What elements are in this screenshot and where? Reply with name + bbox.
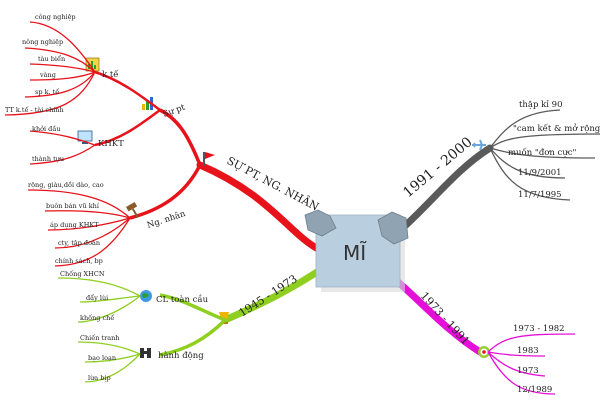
kte-item-4: sp k. tế <box>35 87 60 96</box>
cl-leaves <box>57 277 141 323</box>
khkt-item-0: khởi đầu <box>32 124 61 133</box>
ng-nhan-item-3: cty, tập đoàn <box>58 238 100 247</box>
binoculars-icon <box>140 348 151 358</box>
kte-item-5: TT k.tế - tài chính <box>5 105 64 114</box>
gray-item-3: 11/9/2001 <box>518 168 562 178</box>
khkt-leaves <box>29 130 96 165</box>
kte-item-1: nông nghiệp <box>22 38 63 46</box>
gavel-icon <box>125 202 139 218</box>
magenta-item-0: 1973 - 1982 <box>513 324 565 334</box>
flag-icon <box>203 152 215 166</box>
khkt-item-1: thành tựu <box>32 154 64 163</box>
branch-gray: 1991 - 2000 thập kỉ 90 "cam kết & mở rộn… <box>391 99 600 239</box>
target-icon <box>478 346 490 358</box>
ng-nhan-leaves <box>27 189 131 267</box>
ng-nhan-item-1: buôn bán vũ khí <box>46 202 100 210</box>
cl-item-2: khống chế <box>80 313 115 322</box>
gray-leaves <box>489 109 600 201</box>
node-kte: k tế <box>102 69 119 80</box>
magenta-item-3: 12/1989 <box>517 385 552 395</box>
branch-green-main <box>221 266 324 324</box>
magenta-item-2: 1973 <box>517 366 539 376</box>
kte-item-0: công nghiệp <box>35 13 76 21</box>
node-cl-toan-cau: CL toàn cầu <box>156 294 209 305</box>
kte-item-2: tàu biển <box>38 54 65 63</box>
airplane-icon <box>472 139 486 151</box>
branch-red: SỰ PT, NG. NHÂN Sự pt k tế <box>4 13 324 267</box>
ng-nhan-item-2: áp dụng KHKT <box>50 221 99 229</box>
magenta-item-1: 1983 <box>517 346 539 356</box>
gray-item-4: 11/7/1995 <box>518 190 562 200</box>
magenta-leaves <box>487 333 576 395</box>
sub-label-su-pt: Sự pt <box>162 102 187 119</box>
kte-leaves <box>4 21 96 116</box>
ng-nhan-item-4: chính sách, bp <box>55 257 103 265</box>
globe-icon <box>140 290 152 302</box>
cl-item-0: Chống XHCN <box>60 269 105 278</box>
branch-red-main <box>196 161 324 254</box>
branch-magenta: 1973 - 1991 1973 - 1982 1983 1973 12/198… <box>386 271 576 395</box>
ng-nhan-item-0: rộng, giàu,dồi dào, cao <box>28 180 104 189</box>
gray-item-1: "cam kết & mở rộng" <box>513 123 600 134</box>
cl-item-1: đẩy lùi <box>86 293 108 302</box>
hanh-dong-leaves <box>77 341 141 383</box>
branch-green-label: 1945 - 1973 <box>237 272 300 319</box>
center-node: MĨ <box>304 209 409 292</box>
hanh-dong-item-0: Chiến tranh <box>80 333 119 342</box>
kte-item-3: vàng <box>39 70 56 79</box>
gray-item-0: thập kỉ 90 <box>519 99 563 110</box>
node-hanh-dong: hành động <box>158 350 204 361</box>
gray-item-2: muốn "đơn cực" <box>508 147 577 158</box>
hand-right-icon <box>377 211 409 245</box>
branch-magenta-label: 1973 - 1991 <box>418 289 472 347</box>
hanh-dong-item-2: lừa bịp <box>88 374 111 382</box>
center-title: MĨ <box>343 241 367 265</box>
branch-green: 1945 - 1973 CL toàn cầu Chống XHCN đẩy l… <box>57 266 324 383</box>
hanh-dong-item-1: bạo loạn <box>88 354 116 362</box>
hand-left-icon <box>304 209 337 237</box>
node-khkt: KHKT <box>98 139 124 149</box>
